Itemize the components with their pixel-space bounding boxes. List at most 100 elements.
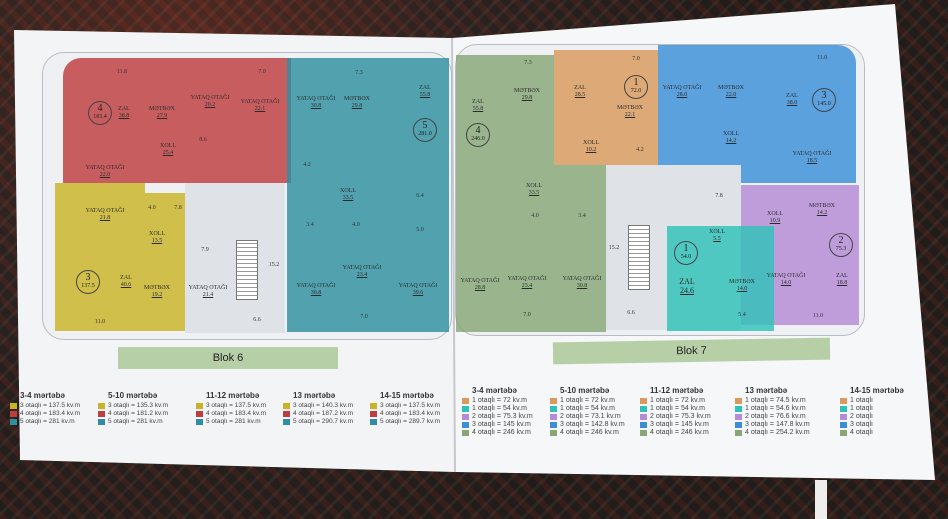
legend-text: 5 otaqlı = 289.7 kv.m <box>380 418 441 425</box>
legend-swatch <box>462 414 469 420</box>
legend-text: 5 otaqlı = 281 kv.m <box>206 418 261 425</box>
legend-swatch <box>735 406 742 412</box>
legend-text: 2 otaqlı = 73.1 kv.m <box>560 413 621 420</box>
legend-item: 2 otaqlı = 73.1 kv.m <box>550 413 625 421</box>
legend-item: 3 otaqlı = 145 kv.m <box>462 421 533 429</box>
legend-item: 1 otaqlı = 54 kv.m <box>550 405 625 413</box>
legend-text: 3 otaqlı <box>850 421 873 428</box>
legend-swatch <box>640 430 647 436</box>
legend-text: 1 otaqlı <box>850 397 873 404</box>
apartment-4-region-b <box>554 165 606 332</box>
legend-swatch <box>735 430 742 436</box>
apartment-3-region[interactable] <box>658 45 856 183</box>
legend-text: 4 otaqlı <box>850 429 873 436</box>
legend-item: 1 otaqlı <box>840 405 904 413</box>
dimension-label: 4.0 <box>148 205 156 211</box>
legend-text: 1 otaqlı = 54 kv.m <box>472 405 527 412</box>
legend-item: 5 otaqlı = 281 kv.m <box>10 418 80 426</box>
apartment-5-region[interactable] <box>287 58 449 332</box>
legend-text: 3 otaqlı = 145 kv.m <box>650 421 709 428</box>
apartment-4-region[interactable] <box>456 55 554 332</box>
dimension-label: 3.4 <box>578 213 586 219</box>
legend-item: 3 otaqlı = 145 kv.m <box>640 421 711 429</box>
legend-text: 3 otaqlı = 137.5 kv.m <box>380 402 441 409</box>
dimension-label: 4.2 <box>303 162 311 168</box>
dimension-label: 6.4 <box>416 193 424 199</box>
legend-text: 1 otaqlı = 54 kv.m <box>560 405 615 412</box>
dimension-label: 3.4 <box>306 222 314 228</box>
legend-title: 11-12 mərtəbə <box>650 386 704 395</box>
staircase <box>236 240 258 300</box>
legend-item: 3 otaqlı = 147.8 kv.m <box>735 421 810 429</box>
stair-core <box>185 183 285 333</box>
legend-item: 4 otaqlı <box>840 429 904 437</box>
legend-item: 4 otaqlı = 246 kv.m <box>550 429 625 437</box>
dimension-label: 15.2 <box>268 262 280 268</box>
legend-swatch <box>840 430 847 436</box>
legend-text: 1 otaqlı = 74.5 kv.m <box>745 397 806 404</box>
legend-text: 1 otaqlı = 72 kv.m <box>472 397 527 404</box>
legend-item: 4 otaqlı = 183.4 kv.m <box>10 410 80 418</box>
dimension-label: 11.8 <box>116 69 128 75</box>
legend-title: 3-4 mərtəbə <box>472 386 517 395</box>
legend-item: 2 otaqlı = 75.3 kv.m <box>462 413 533 421</box>
pen <box>815 480 827 519</box>
legend-item: 4 otaqlı = 183.4 kv.m <box>196 410 266 418</box>
staircase <box>628 225 650 290</box>
legend-item: 5 otaqlı = 289.7 kv.m <box>370 418 440 426</box>
legend-title: 14-15 mərtəbə <box>850 386 904 395</box>
legend-text: 1 otaqlı = 72 kv.m <box>650 397 705 404</box>
legend-item: 5 otaqlı = 281 kv.m <box>98 418 168 426</box>
legend-text: 5 otaqlı = 281 kv.m <box>20 418 75 425</box>
legend-swatch <box>196 411 203 417</box>
legend-swatch <box>462 406 469 412</box>
dimension-label: 5.0 <box>416 227 424 233</box>
legend-item: 4 otaqlı = 254.2 kv.m <box>735 429 810 437</box>
apartment-3-region[interactable] <box>55 183 145 331</box>
legend-text: 5 otaqlı = 290.7 kv.m <box>293 418 354 425</box>
legend-swatch <box>10 419 17 425</box>
legend-text: 1 otaqlı = 54.6 kv.m <box>745 405 806 412</box>
legend-swatch <box>840 414 847 420</box>
legend-title: 5-10 mərtəbə <box>560 386 610 395</box>
apartment-1-region[interactable] <box>554 50 658 165</box>
legend-text: 1 otaqlı = 54 kv.m <box>650 405 705 412</box>
legend-text: 5 otaqlı = 281 kv.m <box>108 418 163 425</box>
legend-title: 3-4 mərtəbə <box>20 391 65 400</box>
legend-swatch <box>10 403 17 409</box>
legend-swatch <box>640 406 647 412</box>
blok6-title: Blok 6 <box>118 347 338 369</box>
legend-swatch <box>462 398 469 404</box>
legend-swatch <box>462 422 469 428</box>
